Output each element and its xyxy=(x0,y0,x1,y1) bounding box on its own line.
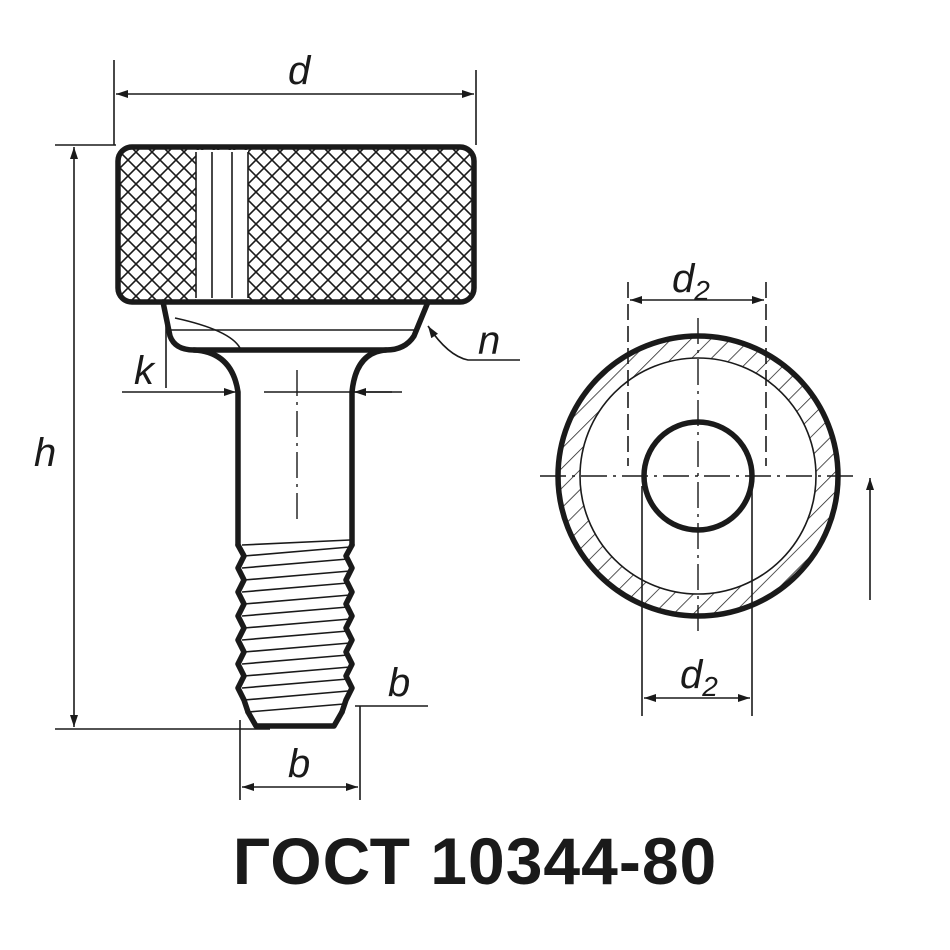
side-view: d h k n b xyxy=(34,49,520,800)
label-d2-top-sub: 2 xyxy=(693,275,710,306)
dimension-k: k xyxy=(122,308,402,396)
svg-text:d2: d2 xyxy=(672,257,710,306)
dimension-h: h xyxy=(34,144,270,730)
label-h: h xyxy=(34,431,56,475)
label-d2-top: d xyxy=(672,257,696,301)
section-view: d2 d2 xyxy=(540,257,874,716)
shank xyxy=(191,347,389,548)
label-b-bottom: b xyxy=(288,742,310,786)
leader-n: n xyxy=(427,319,520,363)
dimension-b-bottom: b xyxy=(239,706,361,800)
label-b-right: b xyxy=(388,661,410,705)
dimension-d2-bottom: d2 xyxy=(641,486,753,716)
standard-title: ГОСТ 10344-80 xyxy=(233,824,717,898)
threaded-end xyxy=(235,539,355,729)
dimension-d: d xyxy=(113,49,477,145)
dimension-d2-top: d2 xyxy=(627,257,767,466)
label-d2-bottom-sub: 2 xyxy=(701,671,718,702)
inner-ring-circle xyxy=(579,357,817,595)
label-k: k xyxy=(134,349,156,393)
collar xyxy=(160,299,431,353)
knurled-head xyxy=(115,144,477,305)
label-d2-bottom: d xyxy=(680,653,704,697)
label-n: n xyxy=(478,319,500,363)
svg-text:d2: d2 xyxy=(680,653,718,702)
dimension-b-right: b xyxy=(355,661,428,707)
label-d: d xyxy=(288,49,312,93)
